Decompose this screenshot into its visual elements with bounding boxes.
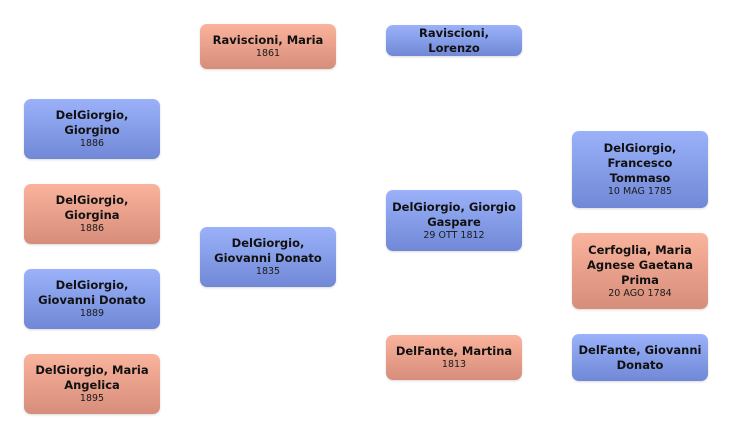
person-date: 10 MAG 1785 <box>607 186 673 197</box>
person-delgiorgio-giorgino[interactable]: DelGiorgio, Giorgino 1886 <box>24 99 160 159</box>
person-delgiorgio-francesco-tommaso[interactable]: DelGiorgio, Francesco Tommaso 10 MAG 178… <box>572 131 708 208</box>
person-name: Raviscioni, Lorenzo <box>418 25 490 55</box>
person-name: DelFante, Giovanni Donato <box>578 342 702 372</box>
person-raviscioni-lorenzo[interactable]: Raviscioni, Lorenzo <box>386 25 522 56</box>
person-delgiorgio-giovanni-donato-1835[interactable]: DelGiorgio, Giovanni Donato 1835 <box>200 227 336 287</box>
person-delgiorgio-giovanni-donato-1889[interactable]: DelGiorgio, Giovanni Donato 1889 <box>24 269 160 329</box>
person-date: 1861 <box>255 48 281 59</box>
person-name: Raviscioni, Maria <box>212 33 324 47</box>
person-delgiorgio-giorgina[interactable]: DelGiorgio, Giorgina 1886 <box>24 184 160 244</box>
person-cerfoglia-maria[interactable]: Cerfoglia, Maria Agnese Gaetana Prima 20… <box>572 233 708 309</box>
person-name: DelGiorgio, Francesco Tommaso <box>603 141 677 185</box>
person-name: DelGiorgio, Giovanni Donato <box>38 278 146 307</box>
person-delfante-giovanni[interactable]: DelFante, Giovanni Donato <box>572 334 708 381</box>
person-name: DelGiorgio, Giorgino <box>55 108 129 137</box>
person-delgiorgio-giorgio-gaspare[interactable]: DelGiorgio, Giorgio Gaspare 29 OTT 1812 <box>386 190 522 251</box>
person-name: DelGiorgio, Maria Angelica <box>35 363 149 392</box>
person-date: 1813 <box>441 359 467 370</box>
person-date: 20 AGO 1784 <box>608 287 672 299</box>
person-date: 1895 <box>79 393 105 404</box>
person-date: 1889 <box>79 308 105 319</box>
person-date: 29 OTT 1812 <box>423 229 485 241</box>
person-date: 1835 <box>255 266 281 277</box>
person-name: DelGiorgio, Giorgio Gaspare <box>392 199 516 229</box>
person-name: DelGiorgio, Giorgina <box>55 193 129 222</box>
person-date: 1886 <box>79 223 105 234</box>
person-date: 1886 <box>79 138 105 149</box>
person-name: DelFante, Martina <box>395 344 513 358</box>
person-name: DelGiorgio, Giovanni Donato <box>214 236 322 265</box>
person-name: Cerfoglia, Maria Agnese Gaetana Prima <box>587 242 693 287</box>
person-raviscioni-maria[interactable]: Raviscioni, Maria 1861 <box>200 24 336 69</box>
person-delfante-martina[interactable]: DelFante, Martina 1813 <box>386 335 522 380</box>
person-delgiorgio-maria-angelica[interactable]: DelGiorgio, Maria Angelica 1895 <box>24 354 160 414</box>
